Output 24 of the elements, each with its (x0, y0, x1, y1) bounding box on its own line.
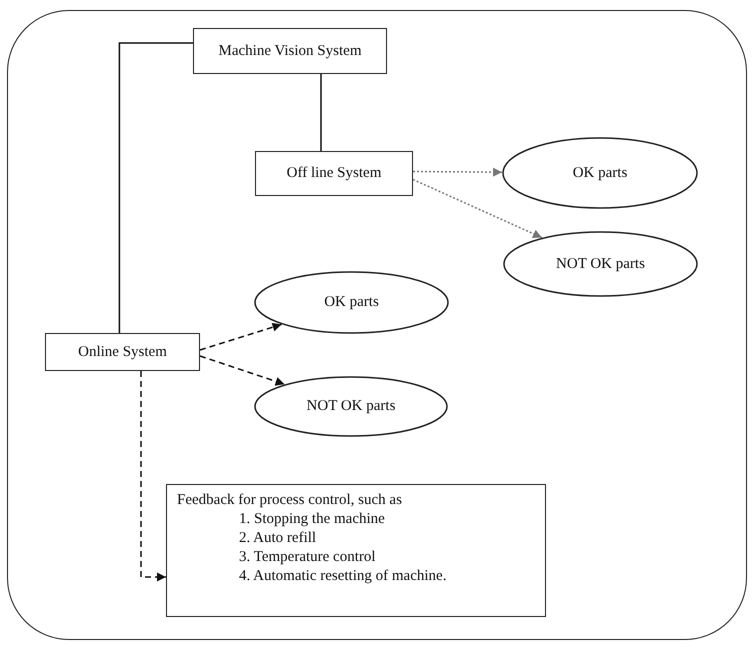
list-item: 3. Temperature control (238, 548, 377, 567)
arrow (200, 355, 285, 386)
node-label: Feedback for process control, such as (177, 491, 403, 510)
node-label: Machine Vision System (218, 42, 362, 60)
process-box (166, 484, 546, 617)
node-label: OK parts (572, 164, 628, 182)
arrow (140, 371, 166, 582)
arrow (200, 322, 282, 351)
list-item: 1. Stopping the machine (238, 510, 386, 529)
process-box (255, 151, 413, 196)
list-item: 2. Auto refill (238, 529, 318, 548)
node-label: Off line System (286, 165, 382, 182)
diagram-frame (7, 10, 747, 640)
process-box (193, 28, 387, 74)
arrow (412, 178, 542, 238)
process-box (45, 333, 200, 371)
connector-line (118, 42, 193, 333)
node-label: NOT OK parts (556, 256, 645, 272)
node-label: OK parts (324, 294, 379, 311)
list-item: 4. Automatic resetting of machine. (238, 567, 448, 586)
connector-line (320, 74, 322, 151)
node-label: NOT OK parts (306, 398, 396, 415)
arrow (413, 168, 502, 177)
node-label: Online System (78, 344, 167, 360)
